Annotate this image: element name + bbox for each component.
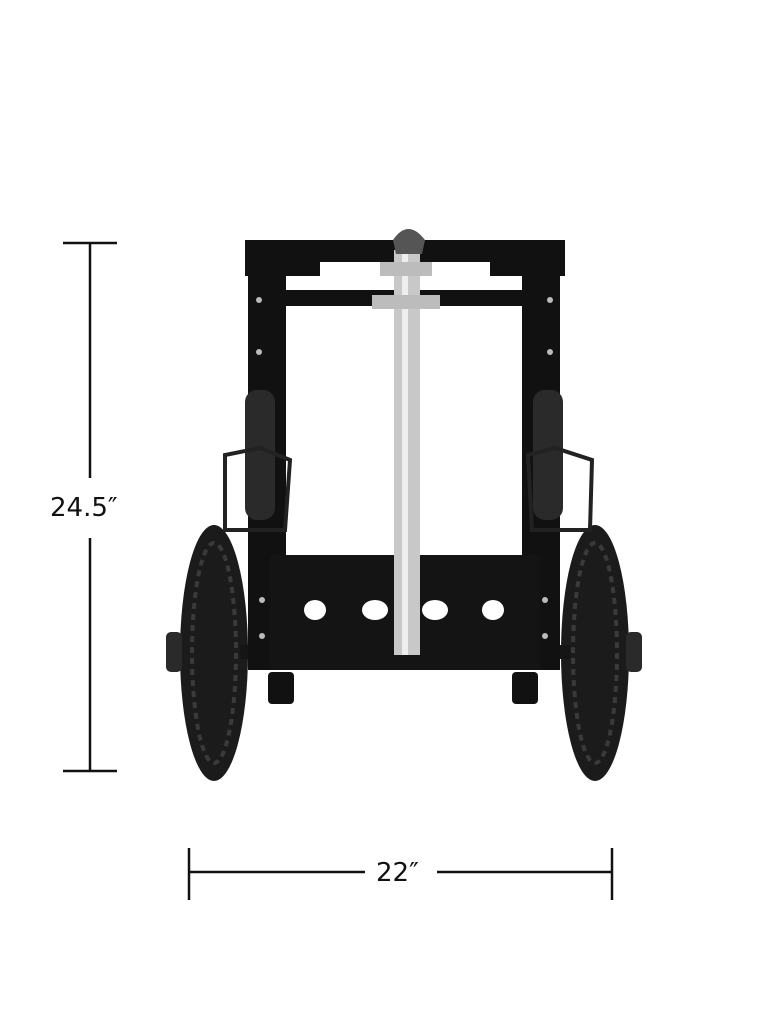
left-cup-holder [223,390,293,532]
left-wheel [166,525,248,781]
width-label: 22″ [372,858,423,888]
cart-image [166,229,642,781]
right-wheel [561,525,642,781]
height-label: 24.5″ [46,493,122,523]
right-cup-holder [525,390,595,532]
height-dimension-line [63,241,117,773]
width-dimension-line [187,848,614,900]
